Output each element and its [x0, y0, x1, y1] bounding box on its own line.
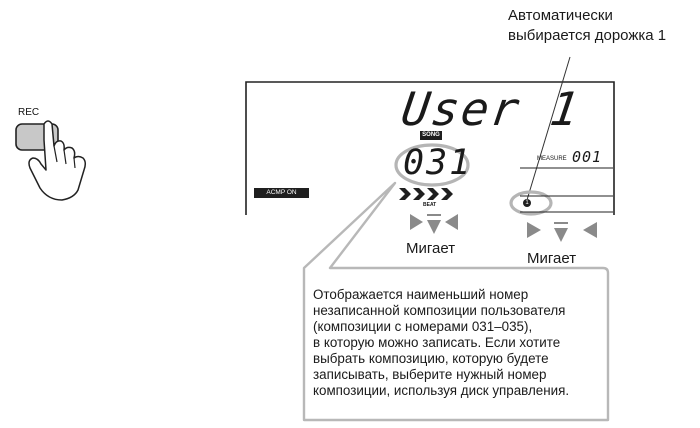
measure-label: MEASURE: [537, 156, 567, 162]
song-number-highlight: [394, 143, 470, 187]
acmp-badge: ACMP ON: [254, 188, 309, 198]
track-pointer-line: [526, 56, 571, 201]
rec-button-label: REC: [18, 107, 40, 118]
blink-label-left: Мигает: [406, 240, 456, 257]
callout-text: Отображается наименьший номер незаписанн…: [313, 287, 603, 399]
auto-track-annotation: Автоматически выбирается дорожка 1: [508, 6, 666, 46]
display-user-text: User 1: [398, 82, 584, 136]
song-badge: SONG: [420, 131, 442, 140]
beat-arrows-left: [410, 214, 458, 234]
track-highlight: [509, 190, 553, 216]
callout-line: (композиции с номерами 031–035),: [313, 319, 533, 334]
auto-track-line-2: выбирается дорожка 1: [508, 27, 667, 44]
measure-value: 001: [572, 148, 603, 166]
display-frame: [245, 81, 615, 215]
auto-track-line-1: Автоматически: [508, 7, 613, 24]
beat-label: BEAT: [423, 202, 437, 208]
callout-line: Отображается наименьший номер: [313, 287, 529, 302]
callout-bubble: [302, 181, 610, 422]
callout-line: незаписанной композиции пользователя: [313, 303, 566, 318]
callout-line: в которую можно записать. Если хотите: [313, 335, 561, 350]
blink-label-right: Мигает: [527, 250, 577, 267]
callout-line: выбрать композицию, которую будете: [313, 351, 549, 366]
song-number: 031: [403, 143, 473, 183]
beat-arrows-right: [527, 222, 597, 242]
callout-line: композиции, используя диск управления.: [313, 383, 570, 398]
beat-chevrons: [399, 188, 453, 200]
track-indicator: 1: [523, 199, 531, 207]
callout-line: записывать, выберите нужный номер: [313, 367, 547, 382]
